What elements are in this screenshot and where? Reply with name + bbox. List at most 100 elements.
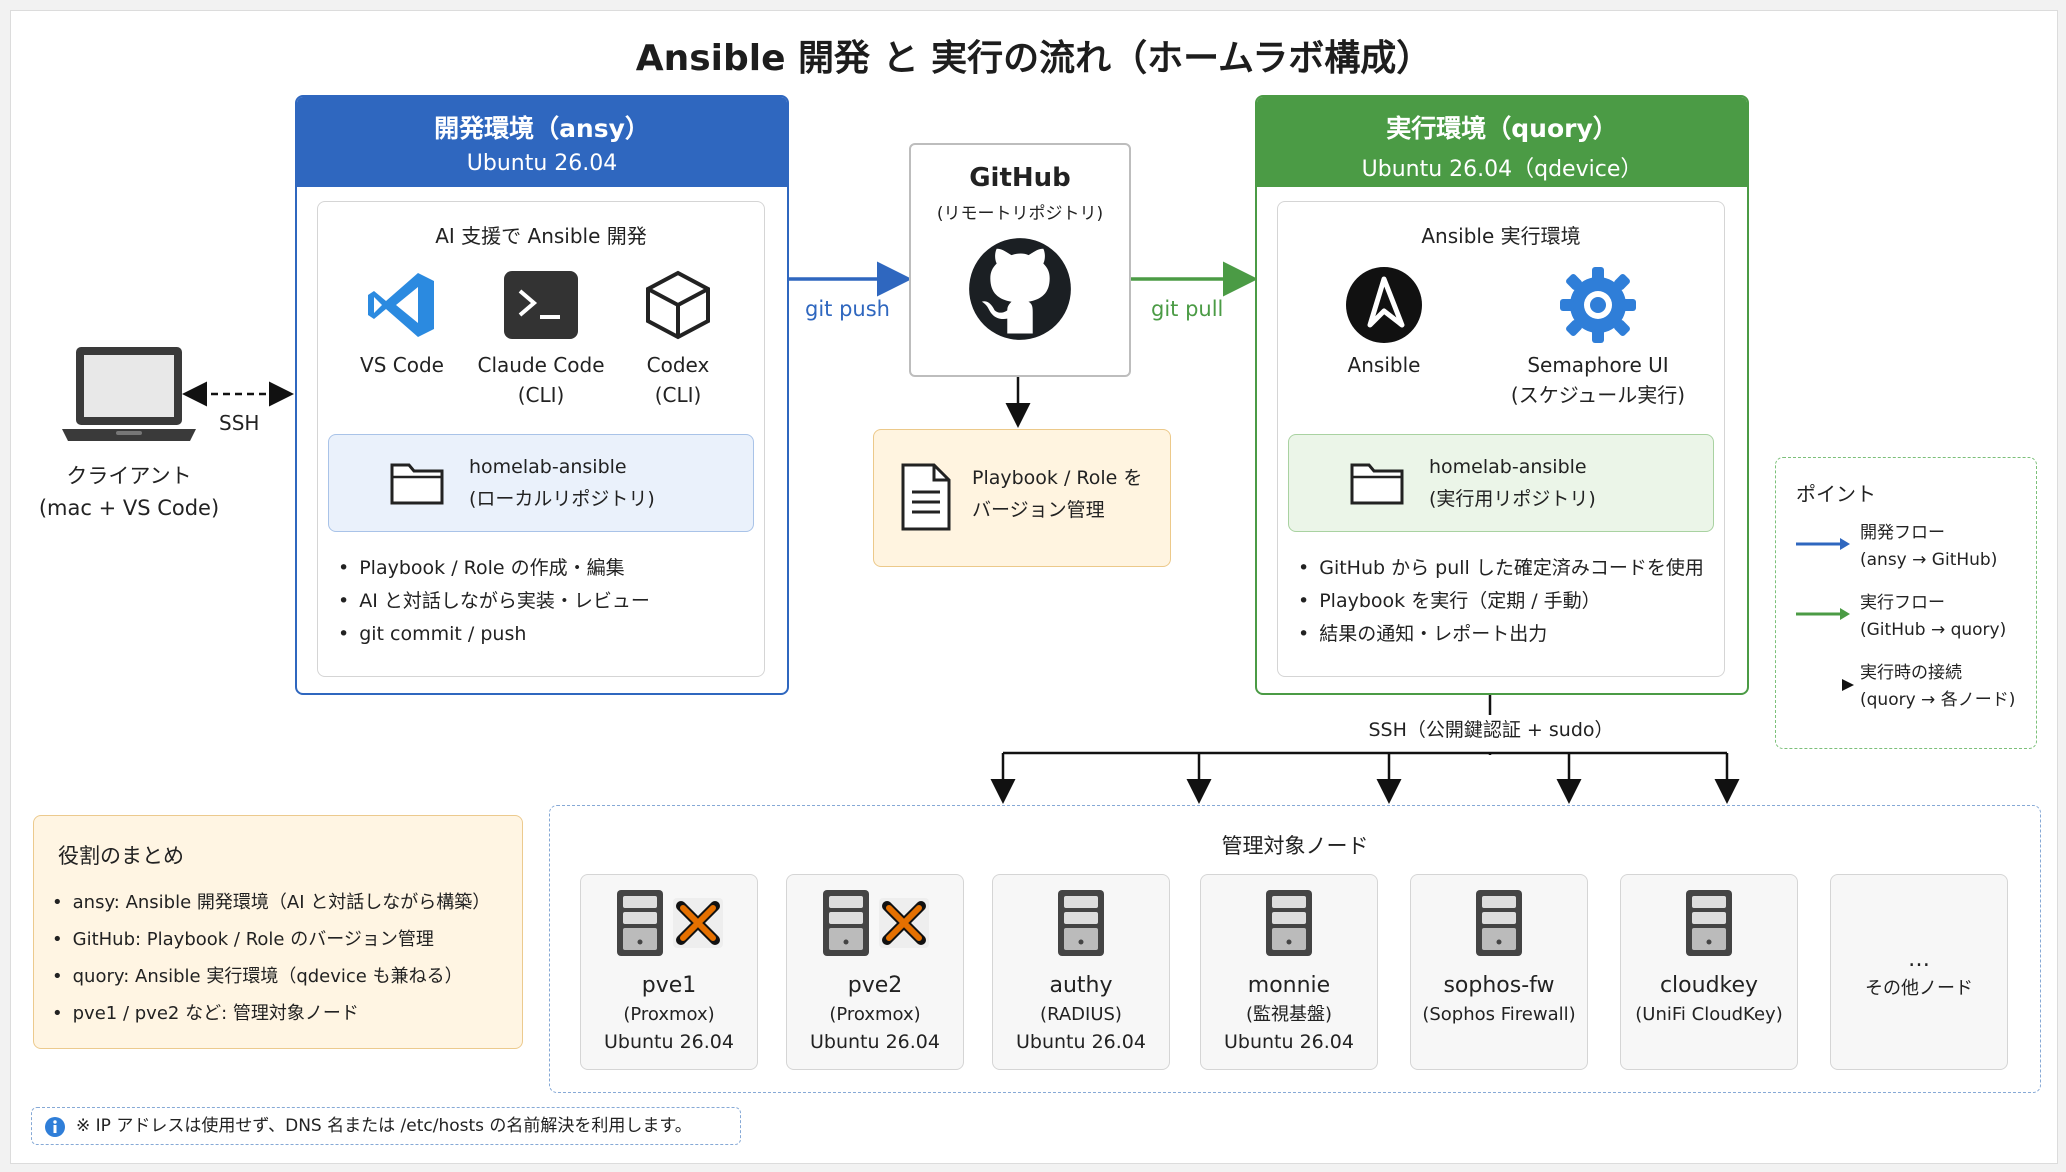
node-name: … <box>1908 947 1930 972</box>
version-control-line1: Playbook / Role を <box>972 467 1143 489</box>
node-name: cloudkey <box>1659 973 1759 998</box>
run-env-header: 実行環境（quory） Ubuntu 26.04（qdevice） <box>1257 97 1747 187</box>
run-env-title: 実行環境（quory） <box>1386 114 1618 143</box>
github-box: GitHub (リモートリポジトリ) <box>909 143 1131 377</box>
client-ssh-label: SSH <box>219 411 260 435</box>
ssh-tree <box>990 691 1740 804</box>
summary-list: ansy: Ansible 開発環境（AI と対話しながら構築） GitHub:… <box>52 884 491 1032</box>
diagram-canvas: Ansible 開発 と 実行の流れ（ホームラボ構成） git push git… <box>10 10 2058 1164</box>
version-control-box: Playbook / Role を バージョン管理 <box>873 429 1171 567</box>
dev-env-title: 開発環境（ansy） <box>434 114 650 143</box>
server-icon <box>1266 890 1312 956</box>
client-sub: (mac + VS Code) <box>38 496 220 520</box>
node-card: sophos-fw(Sophos Firewall) <box>1410 874 1588 1070</box>
node-name: pve1 <box>641 973 697 998</box>
legend-arrows <box>1796 538 1850 620</box>
legend-item-ssh: 実行時の接続 (quory → 各ノード) <box>1860 660 2015 714</box>
server-icon <box>1686 890 1732 956</box>
legend-box: ポイント 開発フロー (ansy → GitHub) 実行フロー (GitHub… <box>1775 457 2037 749</box>
summary-box: 役割のまとめ ansy: Ansible 開発環境（AI と対話しながら構築） … <box>33 815 523 1049</box>
node-name: monnie <box>1247 973 1331 998</box>
github-subtitle: (リモートリポジトリ) <box>936 204 1104 224</box>
tool-semaphore: Semaphore UI (スケジュール実行) <box>1498 260 1698 410</box>
footnote-text: ※ IP アドレスは使用せず、DNS 名または /etc/hosts の名前解決… <box>76 1116 692 1136</box>
node-role: (Sophos Firewall) <box>1422 1004 1576 1025</box>
github-icon <box>969 238 1071 340</box>
run-env-inner-title: Ansible 実行環境 <box>1421 224 1581 248</box>
tool-vscode: VS Code <box>332 260 472 380</box>
node-card: pve2(Proxmox)Ubuntu 26.04 <box>786 874 964 1070</box>
repo-name: homelab-ansible <box>1429 456 1587 478</box>
summary-item: quory: Ansible 実行環境（qdevice も兼ねる） <box>52 958 490 995</box>
node-role: (監視基盤) <box>1245 1004 1333 1025</box>
bullet-item: git commit / push <box>338 618 650 651</box>
github-title: GitHub <box>969 163 1071 193</box>
node-os: Ubuntu 26.04 <box>1224 1031 1354 1053</box>
node-role: (RADIUS) <box>1040 1004 1122 1025</box>
node-role: (Proxmox) <box>829 1004 921 1025</box>
folder-icon <box>390 463 444 505</box>
tool-ansible: Ansible <box>1314 260 1454 380</box>
node-os: Ubuntu 26.04 <box>810 1031 940 1053</box>
managed-nodes-title: 管理対象ノード <box>1221 834 1369 858</box>
run-environment-panel: 実行環境（quory） Ubuntu 26.04（qdevice） Ansibl… <box>1255 95 1749 695</box>
page-title: Ansible 開発 と 実行の流れ（ホームラボ構成） <box>635 38 1433 79</box>
ssh-tree-label: SSH（公開鍵認証 + sudo） <box>1351 715 1631 742</box>
ansible-icon <box>1346 267 1422 343</box>
legend-item-dev: 開発フロー (ansy → GitHub) <box>1860 520 1997 574</box>
git-push-label: git push <box>805 297 890 321</box>
semaphore-icon <box>1560 267 1636 343</box>
dev-bullets: Playbook / Role の作成・編集 AI と対話しながら実装・レビュー… <box>338 552 650 651</box>
dev-repo-box: homelab-ansible (ローカルリポジトリ) <box>328 434 754 532</box>
proxmox-icon <box>673 898 723 948</box>
tool-label: Semaphore UI <box>1527 353 1669 377</box>
document-icon <box>901 463 951 531</box>
version-control-line2: バージョン管理 <box>972 499 1105 521</box>
dev-env-os: Ubuntu 26.04 <box>466 151 618 176</box>
terminal-icon <box>504 271 578 339</box>
bullet-item: Playbook / Role の作成・編集 <box>338 552 650 585</box>
node-card: pve1(Proxmox)Ubuntu 26.04 <box>580 874 758 1070</box>
git-pull-label: git pull <box>1151 297 1224 321</box>
tool-codex: Codex (CLI) <box>608 260 748 410</box>
node-card: cloudkey(UniFi CloudKey) <box>1620 874 1798 1070</box>
tool-claude-code: Claude Code (CLI) <box>471 260 611 410</box>
legend-sub: (GitHub → quory) <box>1860 620 2007 640</box>
version-control-text: Playbook / Role を バージョン管理 <box>972 462 1142 526</box>
run-bullets: GitHub から pull した確定済みコードを使用 Playbook を実行… <box>1298 552 1704 651</box>
server-icon <box>823 890 869 956</box>
folder-icon <box>1350 463 1404 505</box>
run-repo-box: homelab-ansible (実行用リポジトリ) <box>1288 434 1714 532</box>
dev-env-header: 開発環境（ansy） Ubuntu 26.04 <box>297 97 787 187</box>
run-env-inner-box: Ansible 実行環境 Ansible <box>1277 201 1725 677</box>
run-repo-text: homelab-ansible (実行用リポジトリ) <box>1429 451 1596 515</box>
node-card: authy(RADIUS)Ubuntu 26.04 <box>992 874 1170 1070</box>
legend-title: ポイント <box>1796 482 1876 506</box>
repo-desc: (実行用リポジトリ) <box>1429 488 1596 510</box>
summary-item: GitHub: Playbook / Role のバージョン管理 <box>52 921 490 958</box>
cube-icon <box>646 270 710 340</box>
server-icon <box>617 890 663 956</box>
summary-title: 役割のまとめ <box>58 844 184 868</box>
laptop-icon <box>62 347 196 441</box>
footnote: ※ IP アドレスは使用せず、DNS 名または /etc/hosts の名前解決… <box>31 1107 741 1145</box>
node-card: monnie (監視基盤) Ubuntu 26.04 <box>1200 874 1378 1070</box>
node-role: (Proxmox) <box>623 1004 715 1025</box>
vscode-icon <box>368 273 434 337</box>
tool-sub: (CLI) <box>654 383 702 407</box>
legend-sub: (quory → 各ノード) <box>1860 690 2016 710</box>
server-icon <box>1476 890 1522 956</box>
tool-label: VS Code <box>360 353 444 377</box>
dev-environment-panel: 開発環境（ansy） Ubuntu 26.04 AI 支援で Ansible 開… <box>295 95 789 695</box>
tool-sub: (スケジュール実行) <box>1510 383 1686 407</box>
info-icon <box>45 1117 65 1137</box>
bullet-item: 結果の通知・レポート出力 <box>1298 618 1704 651</box>
legend-sub: (ansy → GitHub) <box>1860 550 1998 570</box>
summary-item: pve1 / pve2 など: 管理対象ノード <box>52 995 490 1032</box>
tool-label: Ansible <box>1347 353 1421 377</box>
tool-label: Claude Code <box>477 353 605 377</box>
bullet-item: Playbook を実行（定期 / 手動） <box>1298 585 1704 618</box>
dev-env-inner-title: AI 支援で Ansible 開発 <box>435 224 647 248</box>
client-node: クライアント (mac + VS Code) <box>29 341 229 524</box>
